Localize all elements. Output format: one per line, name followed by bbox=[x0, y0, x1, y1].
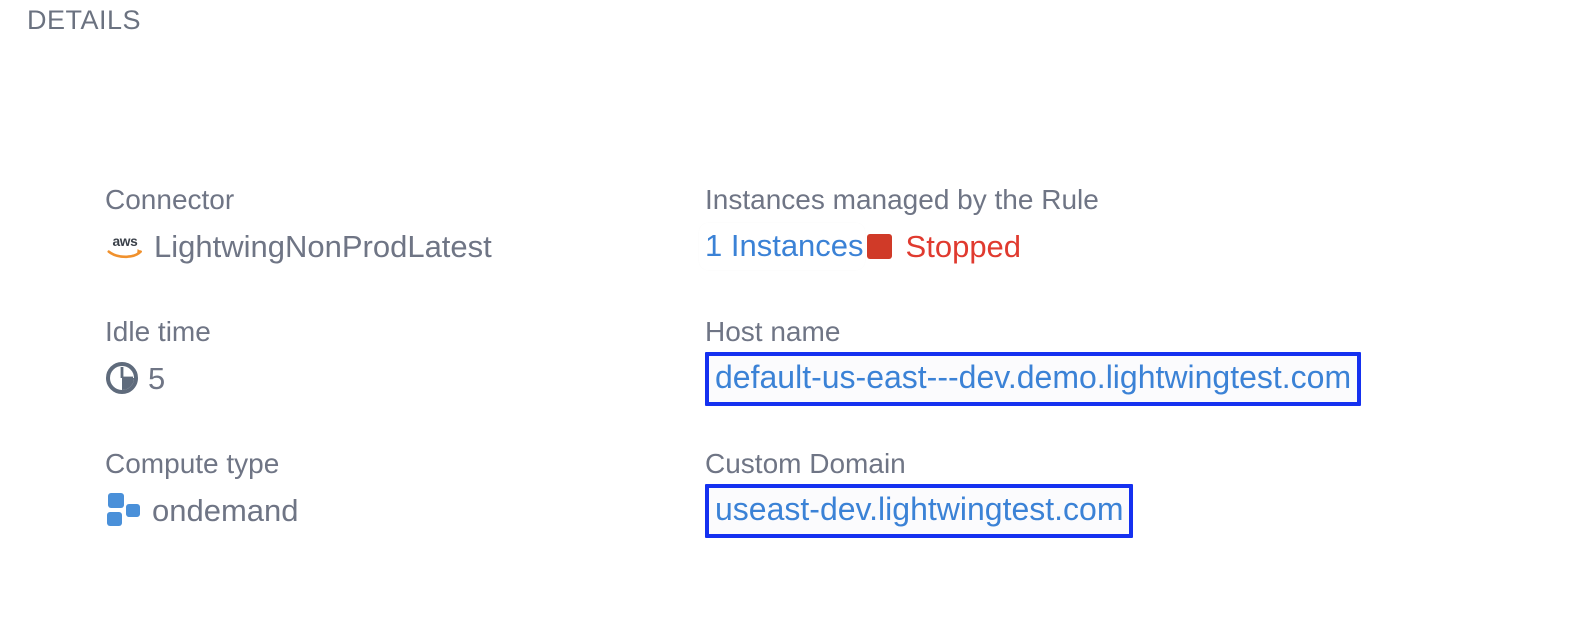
host-name-value[interactable]: default-us-east---dev.demo.lightwingtest… bbox=[715, 359, 1352, 396]
stopped-square-icon bbox=[866, 233, 892, 259]
idle-time-value-row: 5 bbox=[105, 356, 705, 400]
idle-time-value: 5 bbox=[148, 360, 166, 396]
details-grid: Connector aws LightwingNonProdLatest Ins… bbox=[105, 182, 1585, 538]
status-badge: Stopped bbox=[866, 228, 1022, 264]
compute-type-value-row: ondemand bbox=[105, 488, 705, 532]
pie-clock-icon bbox=[106, 362, 138, 394]
compute-type-value: ondemand bbox=[152, 492, 299, 528]
custom-domain-value-row: useast-dev.lightwingtest.com bbox=[705, 484, 1585, 538]
status-label: Stopped bbox=[905, 228, 1022, 264]
idle-time-label: Idle time bbox=[105, 316, 211, 347]
page-title: DETAILS bbox=[27, 5, 142, 35]
field-instances-managed: Instances managed by the Rule 1 Instance… bbox=[699, 182, 1585, 270]
instances-count-pill[interactable]: 1 Instances bbox=[699, 222, 865, 270]
aws-logo-icon: aws bbox=[107, 234, 142, 259]
field-connector: Connector aws LightwingNonProdLatest bbox=[105, 182, 705, 268]
host-name-label: Host name bbox=[705, 316, 841, 347]
field-host-name: Host name default-us-east---dev.demo.lig… bbox=[705, 314, 1585, 406]
custom-domain-value[interactable]: useast-dev.lightwingtest.com bbox=[715, 491, 1124, 528]
instances-value-row: 1 Instances Stopped bbox=[699, 222, 1585, 270]
svg-text:aws: aws bbox=[112, 234, 138, 249]
custom-domain-link-box[interactable]: useast-dev.lightwingtest.com bbox=[705, 484, 1134, 538]
field-idle-time: Idle time 5 bbox=[105, 314, 705, 400]
field-compute-type: Compute type ondemand bbox=[105, 446, 705, 532]
connector-value-row: aws LightwingNonProdLatest bbox=[105, 224, 705, 268]
instances-count-link[interactable]: 1 Instances bbox=[705, 227, 864, 263]
host-name-link-box[interactable]: default-us-east---dev.demo.lightwingtest… bbox=[705, 352, 1362, 406]
compute-type-label: Compute type bbox=[105, 448, 280, 479]
field-custom-domain: Custom Domain useast-dev.lightwingtest.c… bbox=[705, 446, 1585, 538]
host-name-value-row: default-us-east---dev.demo.lightwingtest… bbox=[705, 352, 1585, 406]
custom-domain-label: Custom Domain bbox=[705, 448, 906, 479]
instances-managed-label: Instances managed by the Rule bbox=[705, 184, 1099, 215]
connector-value: LightwingNonProdLatest bbox=[154, 228, 492, 264]
compute-blocks-icon bbox=[107, 493, 140, 526]
connector-label: Connector bbox=[105, 184, 235, 215]
